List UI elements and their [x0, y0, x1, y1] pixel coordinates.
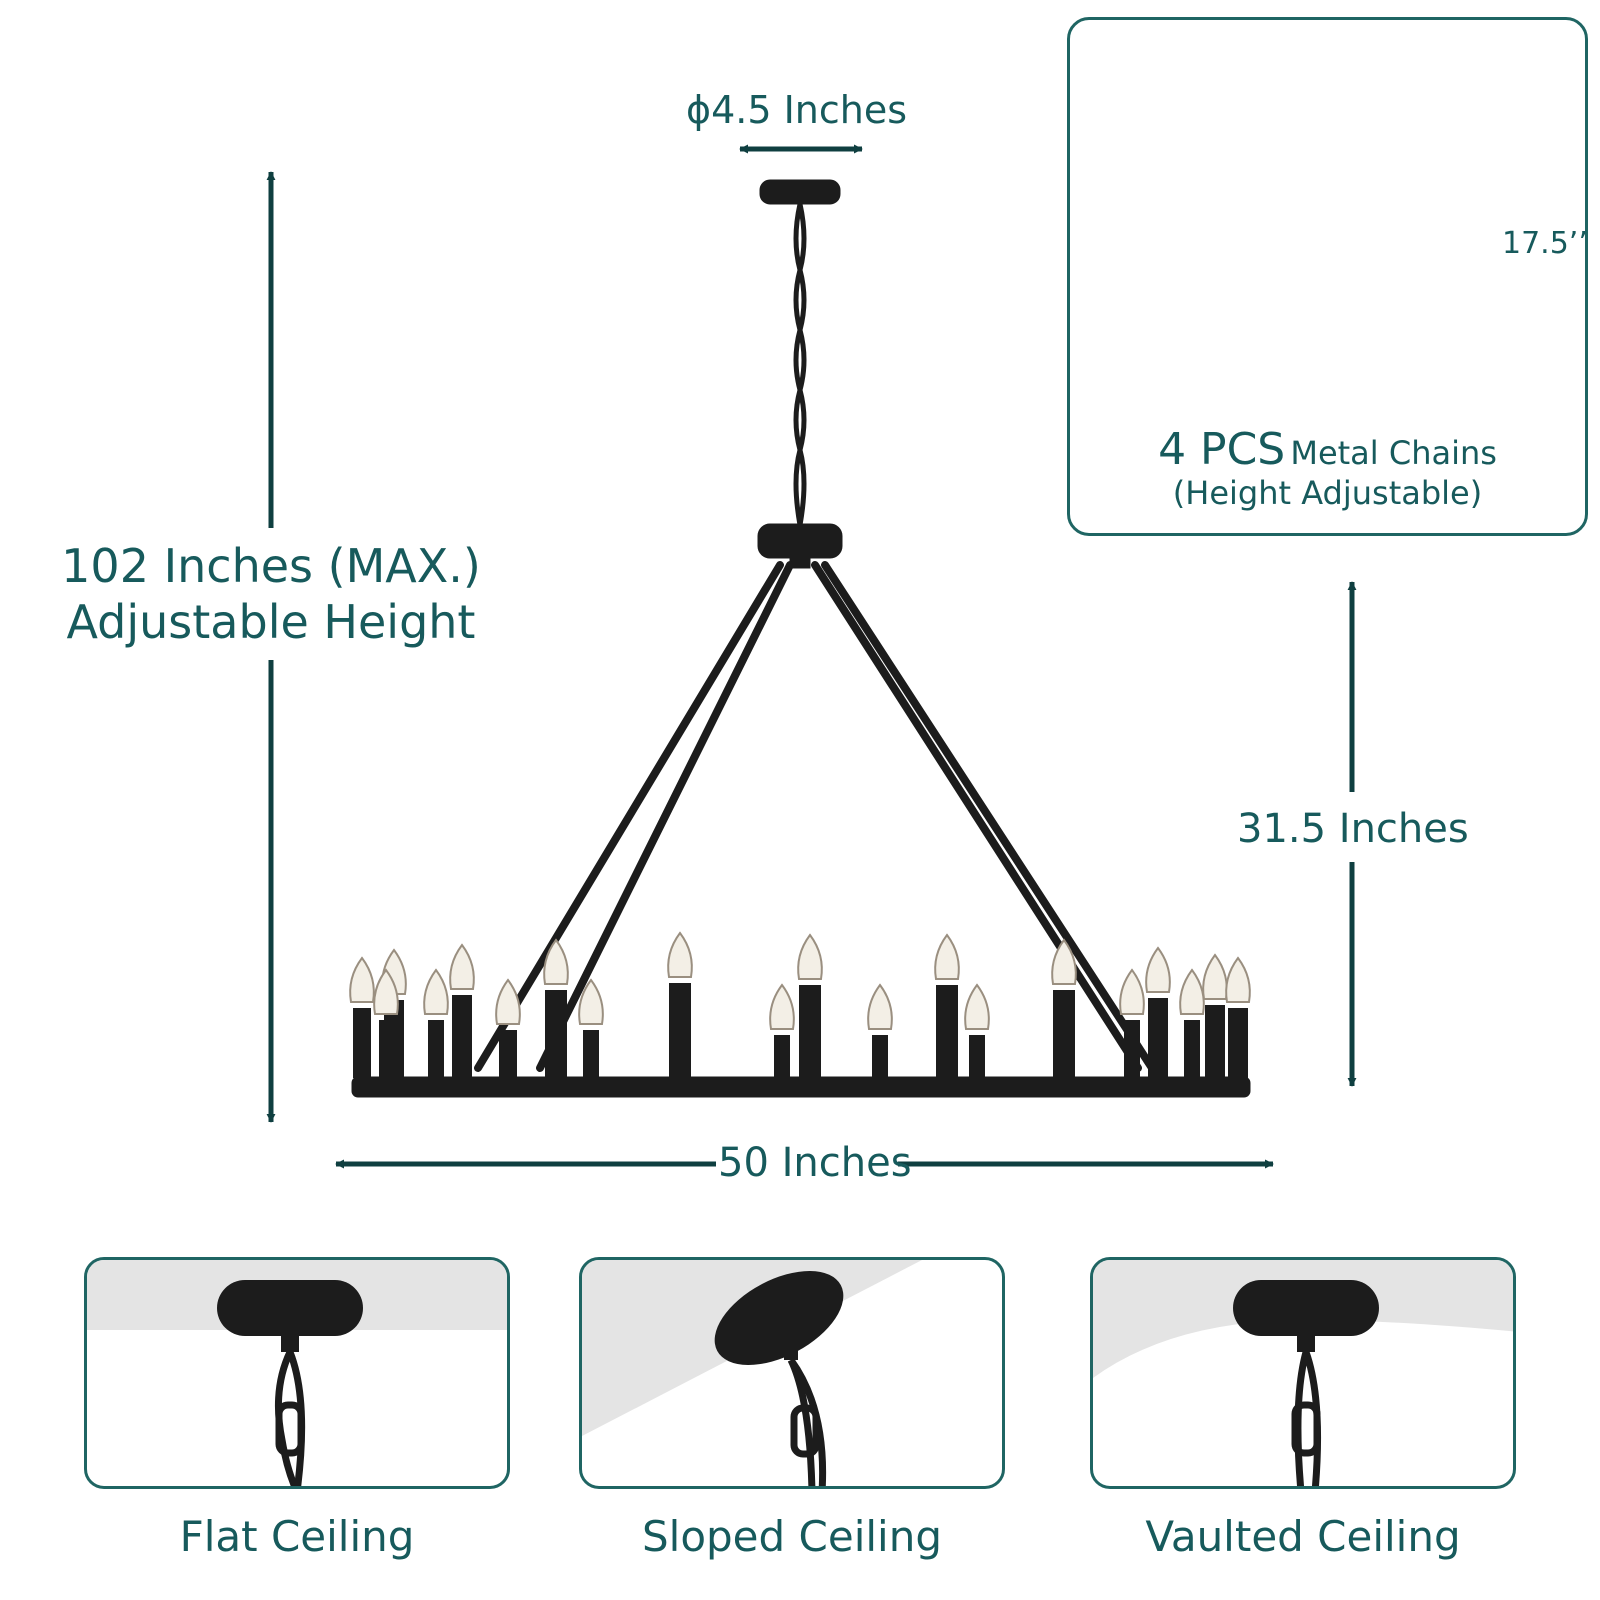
candle-sleeve	[1184, 1020, 1200, 1078]
chains-count: 4 PCS	[1158, 424, 1286, 475]
canopy-diameter-label: ϕ4.5 Inches	[686, 88, 908, 132]
sloped-ceiling-icon	[582, 1260, 922, 1486]
ceiling-canopy	[759, 179, 841, 205]
chandelier	[349, 179, 1251, 1098]
candle-bulb	[449, 943, 475, 990]
candle-sleeve	[799, 985, 821, 1078]
candle-sleeve	[583, 1030, 599, 1078]
candle-bulb	[797, 933, 823, 980]
chandelier-ring	[351, 1076, 1251, 1098]
max-height-label: 102 Inches (MAX.) Adjustable Height	[56, 538, 486, 650]
candle-sleeve	[428, 1020, 444, 1078]
candle-sleeve	[1228, 1008, 1248, 1078]
sloped-ceiling-card	[579, 1257, 1005, 1489]
candle-bulb	[667, 931, 693, 978]
vaulted-ceiling-card	[1090, 1257, 1516, 1489]
candle-bulb	[423, 968, 449, 1015]
candle-sleeve	[1205, 1005, 1225, 1078]
candle-bulb	[349, 956, 375, 1003]
candle-bulb	[495, 978, 521, 1025]
flat-ceiling-card	[84, 1257, 510, 1489]
candle-sleeve	[545, 990, 567, 1078]
candle-bulb	[1145, 946, 1171, 993]
candle-bulb	[1179, 968, 1205, 1015]
sloped-ceiling-label: Sloped Ceiling	[642, 1512, 942, 1561]
center-hub	[757, 523, 843, 559]
candle-bulb	[867, 983, 893, 1030]
max-height-line1: 102 Inches (MAX.)	[61, 539, 481, 593]
candle-bulb	[1119, 968, 1145, 1015]
chains-panel	[1067, 17, 1588, 536]
candle-sleeve	[774, 1035, 790, 1078]
candle-group	[349, 931, 1251, 1078]
chain-length-label: 17.5’’	[1502, 226, 1588, 261]
candle-sleeve	[452, 995, 472, 1078]
flat-ceiling-label: Flat Ceiling	[179, 1512, 415, 1561]
candle-bulb	[1051, 938, 1077, 985]
candle-bulb	[769, 983, 795, 1030]
candle-bulb	[1225, 956, 1251, 1003]
candle-bulb	[964, 983, 990, 1030]
chains-label: Metal Chains	[1290, 434, 1497, 472]
main-chain	[793, 203, 807, 526]
candle-bulb	[1202, 953, 1228, 1000]
vaulted-ceiling-label: Vaulted Ceiling	[1145, 1512, 1461, 1561]
candle-bulb	[543, 938, 569, 985]
candle-sleeve	[936, 985, 958, 1078]
candle-sleeve	[353, 1008, 371, 1078]
max-height-line2: Adjustable Height	[66, 595, 476, 649]
candle-sleeve	[379, 1020, 393, 1078]
candle-sleeve	[499, 1030, 517, 1078]
chains-note: (Height Adjustable)	[1172, 474, 1483, 512]
candle-bulb	[934, 933, 960, 980]
candle-sleeve	[872, 1035, 888, 1078]
flat-ceiling-icon	[87, 1260, 507, 1486]
candle-sleeve	[969, 1035, 985, 1078]
candle-bulb	[373, 968, 399, 1015]
candle-sleeve	[1148, 998, 1168, 1078]
candle-sleeve	[669, 983, 691, 1078]
support-arms	[474, 561, 1156, 1072]
fixture-width-label: 50 Inches	[718, 1140, 912, 1186]
candle-sleeve	[1053, 990, 1075, 1078]
fixture-height-label: 31.5 Inches	[1237, 806, 1469, 852]
chains-panel-title: 4 PCS Metal Chains	[1067, 424, 1588, 475]
vaulted-ceiling-icon	[1093, 1260, 1513, 1486]
candle-bulb	[578, 978, 604, 1025]
candle-sleeve	[1124, 1020, 1140, 1078]
